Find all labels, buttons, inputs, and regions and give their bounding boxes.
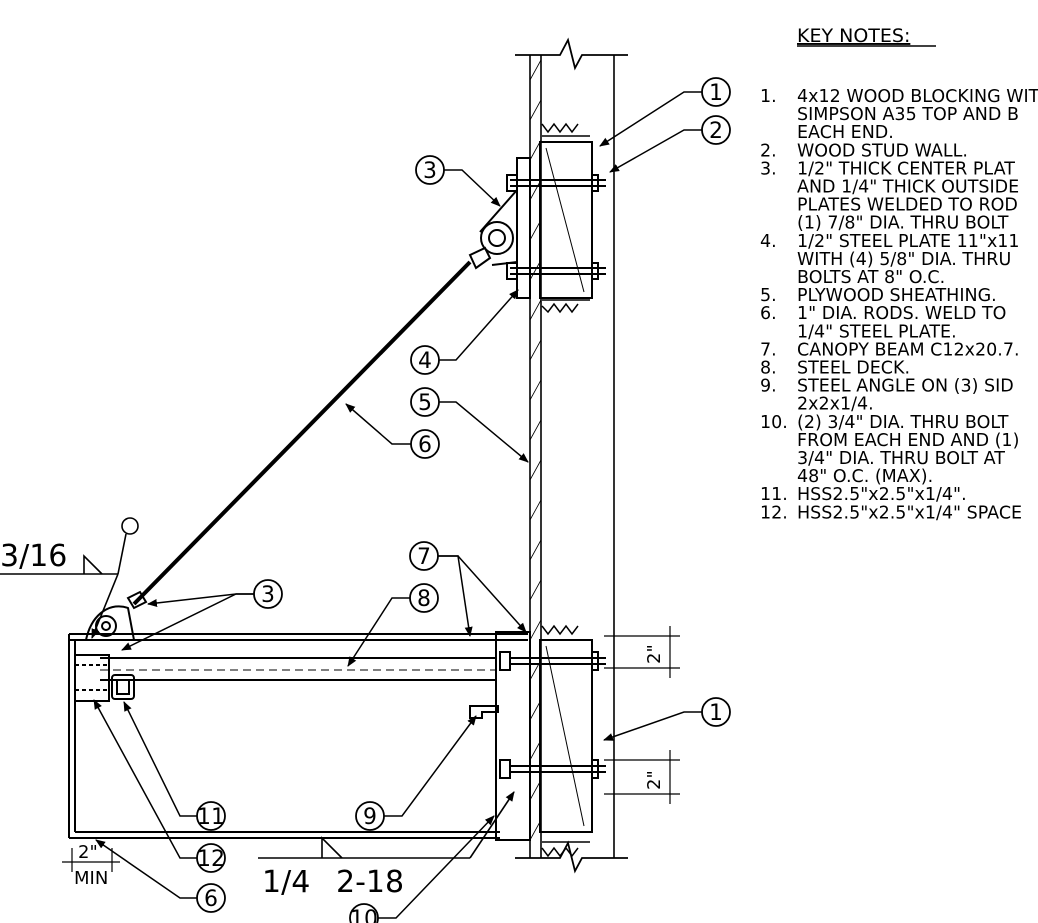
svg-text:6: 6 (204, 887, 218, 912)
upper-clevis-plate (468, 187, 518, 270)
callout-bubbles (196, 77, 731, 923)
svg-text:1: 1 (709, 81, 723, 106)
callout-numbers: 1 2 3 3 4 5 6 7 8 1 9 11 12 6 10 (197, 81, 723, 923)
key-note-text: SIMPSON A35 TOP AND B (797, 105, 1019, 125)
key-note-text: PLYWOOD SHEATHING. (797, 286, 997, 306)
key-note-text: 4x12 WOOD BLOCKING WIT (797, 87, 1038, 107)
upper-blocking (539, 122, 593, 314)
key-note-number: 2. (760, 141, 777, 161)
svg-text:3: 3 (423, 159, 437, 184)
lower-blocking (499, 624, 606, 858)
weld-size-left: 3/16 (0, 539, 67, 574)
key-note-text: CANOPY BEAM C12x20.7. (797, 340, 1020, 360)
key-note-text: AND 1/4" THICK OUTSIDE (797, 178, 1019, 198)
key-note-number: 4. (760, 232, 777, 252)
svg-text:10: 10 (350, 907, 378, 923)
key-note-number: 7. (760, 340, 777, 360)
leader-lines (93, 91, 702, 919)
hss-members (74, 654, 135, 702)
key-note-text: EACH END. (797, 123, 894, 143)
wood-stud-wall (515, 37, 628, 874)
key-note-text: BOLTS AT 8" O.C. (797, 268, 945, 288)
key-note-text: HSS2.5"x2.5"x1/4". (797, 485, 967, 505)
key-note-text: (2) 3/4" DIA. THRU BOLT (797, 413, 1009, 433)
key-note-number: 11. (760, 485, 788, 505)
key-note-text: 1/2" THICK CENTER PLAT (797, 159, 1015, 179)
key-note-text: WOOD STUD WALL. (797, 141, 968, 161)
svg-text:2: 2 (709, 119, 723, 144)
steel-deck (100, 657, 496, 681)
key-note-number: 6. (760, 304, 777, 324)
min-dimension (62, 848, 120, 872)
key-note-number: 9. (760, 377, 777, 397)
key-note-number: 1. (760, 87, 777, 107)
dim-min-label: MIN (74, 868, 108, 889)
dim-min-value: 2" (78, 842, 98, 863)
weld-symbol-left (0, 517, 139, 639)
weld-size-bottom: 1/4 (262, 865, 310, 900)
key-note-text: STEEL ANGLE ON (3) SID (797, 377, 1014, 397)
canopy-beam (68, 631, 531, 841)
weld-symbol-bottom (258, 791, 515, 859)
key-note-text: WITH (4) 5/8" DIA. THRU (797, 250, 1011, 270)
key-note-text: HSS2.5"x2.5"x1/4" SPACE (797, 503, 1022, 523)
svg-text:8: 8 (417, 587, 431, 612)
key-note-number: 12. (760, 503, 788, 523)
weld-spacing-bottom: 2-18 (336, 865, 404, 900)
svg-text:6: 6 (418, 433, 432, 458)
key-note-number: 5. (760, 286, 777, 306)
key-note-text: 48" O.C. (MAX). (797, 467, 933, 487)
key-note-number: 10. (760, 413, 788, 433)
dim-two-inch-upper: 2" (644, 644, 665, 664)
svg-text:4: 4 (418, 349, 432, 374)
key-note-number: 8. (760, 359, 777, 379)
key-note-text: 1/2" STEEL PLATE 11"x11 (797, 232, 1020, 252)
key-note-number: 3. (760, 159, 777, 179)
svg-text:7: 7 (417, 545, 431, 570)
key-notes-header: KEY NOTES: (797, 25, 910, 47)
svg-text:5: 5 (418, 391, 432, 416)
steel-angle (469, 705, 499, 719)
key-note-text: 2x2x1/4. (797, 395, 874, 415)
svg-text:3: 3 (261, 583, 275, 608)
key-note-text: FROM EACH END AND (1) (797, 431, 1019, 451)
key-note-text: STEEL DECK. (797, 359, 910, 379)
bolt-edge-dimensions (604, 626, 680, 804)
svg-text:1: 1 (709, 701, 723, 726)
key-note-text: 1" DIA. RODS. WELD TO (797, 304, 1006, 324)
lower-clevis-plate (85, 590, 148, 641)
key-note-text: PLATES WELDED TO ROD (797, 196, 1018, 216)
diagonal-rod (132, 260, 472, 606)
key-note-text: (1) 7/8" DIA. THRU BOLT (797, 214, 1009, 234)
key-note-text: 1/4" STEEL PLATE. (797, 322, 957, 342)
svg-text:11: 11 (197, 805, 225, 830)
svg-text:9: 9 (363, 805, 377, 830)
svg-text:12: 12 (197, 847, 225, 872)
dim-two-inch-lower: 2" (644, 770, 665, 790)
key-note-text: 3/4" DIA. THRU BOLT AT (797, 449, 1005, 469)
